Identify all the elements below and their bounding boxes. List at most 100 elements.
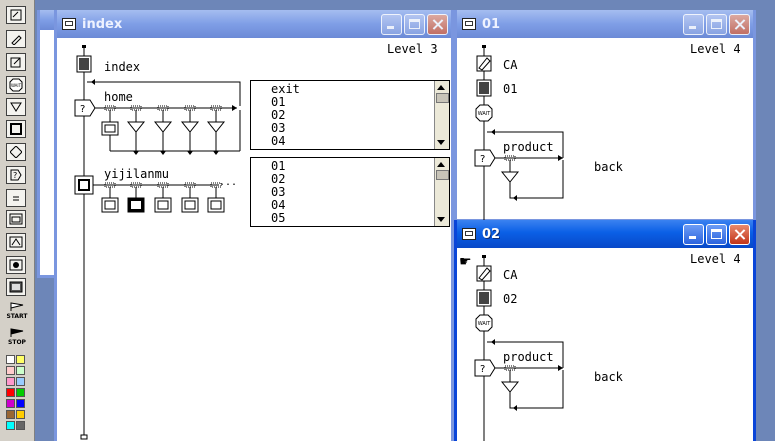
digital-movie-icon[interactable] [6,210,26,228]
maximize-button[interactable] [706,14,727,35]
list-item[interactable]: 02 [271,172,286,186]
minimize-button[interactable] [683,224,704,245]
map-01-titlebar[interactable]: 01 [457,10,753,38]
window-title: 01 [482,16,501,32]
index-window: index Level 3 ? [54,10,454,441]
calculation-icon[interactable] [6,53,26,71]
color-swatch[interactable] [16,399,25,408]
wait-icon[interactable]: WAIT [6,76,26,94]
flowline: ? [74,45,241,440]
list-item[interactable]: 03 [271,185,286,199]
color-swatch[interactable] [6,399,15,408]
scroll-down-icon[interactable] [437,217,445,222]
scroll-thumb[interactable] [436,170,449,180]
index-titlebar[interactable]: index [57,10,451,38]
flowline: WAIT ? [474,45,564,222]
start-flag-icon[interactable] [9,302,25,312]
interaction-icon[interactable] [6,30,26,48]
sound-icon[interactable] [6,256,26,274]
level-indicator: Level 4 [690,252,741,266]
calculation-equals-icon[interactable] [6,189,26,207]
close-button[interactable] [729,14,750,35]
color-swatch[interactable] [6,388,15,397]
map-label-02[interactable]: 02 [503,292,518,306]
framework-icon[interactable] [6,120,26,138]
navigate-label-back[interactable]: back [594,160,623,174]
minimize-button[interactable] [683,14,704,35]
interaction-label-ca[interactable]: CA [503,268,518,282]
icon-palette: WAIT ? START STOP [0,0,35,441]
map-label-01[interactable]: 01 [503,82,518,96]
list-item[interactable]: 05 [271,211,286,225]
level-indicator: Level 3 [387,42,438,56]
stop-flag-icon[interactable] [9,328,25,338]
svg-text:?: ? [480,154,485,165]
map-02-window: 02 Level 4 WAIT ? ☛ CA 02 product back [454,220,756,441]
svg-text:WAIT: WAIT [478,321,492,327]
svg-text:?: ? [480,364,485,375]
color-swatch[interactable] [16,421,25,430]
scrollbar[interactable] [434,81,449,149]
interaction-label-product[interactable]: product [503,140,554,154]
color-swatch[interactable] [6,421,15,430]
close-button[interactable] [729,224,750,245]
map-02-titlebar[interactable]: 02 [457,220,753,248]
scroll-thumb[interactable] [436,93,449,103]
scroll-up-icon[interactable] [437,85,445,90]
navigate-label-back[interactable]: back [594,370,623,384]
list-item[interactable]: 02 [271,108,286,122]
interaction-label-ca[interactable]: CA [503,58,518,72]
window-icon [462,18,476,30]
color-swatch[interactable] [16,388,25,397]
window-icon [62,18,76,30]
color-swatch[interactable] [16,410,25,419]
interaction-label-product[interactable]: product [503,350,554,364]
interaction-label-home[interactable]: home [104,90,133,104]
scroll-down-icon[interactable] [437,140,445,145]
decision-icon[interactable] [6,143,26,161]
color-swatch[interactable] [6,410,15,419]
scroll-up-icon[interactable] [437,162,445,167]
display-icon[interactable] [6,6,26,24]
list-item[interactable]: exit [271,82,300,96]
color-swatch[interactable] [6,366,15,375]
svg-text:WAIT: WAIT [11,83,22,88]
svg-text:WAIT: WAIT [478,111,492,117]
flowline: WAIT ? [474,255,564,441]
minimize-button[interactable] [381,14,402,35]
level-indicator: Level 4 [690,42,741,56]
navigate-icon[interactable] [6,98,26,116]
stop-label: STOP [8,339,26,346]
svg-text:?: ? [80,104,85,115]
maximize-button[interactable] [706,224,727,245]
window-title: 02 [482,226,501,242]
color-swatch[interactable] [16,355,25,364]
movie-icon[interactable] [6,233,26,251]
color-swatch[interactable] [6,355,15,364]
svg-text:?: ? [13,171,17,180]
start-label: START [6,313,28,320]
pointing-hand-icon: ☛ [459,254,472,270]
list-item[interactable]: 04 [271,198,286,212]
list-item[interactable]: 01 [271,159,286,173]
interaction-question-icon[interactable]: ? [6,166,26,184]
list-item[interactable]: 03 [271,121,286,135]
window-icon [462,228,476,240]
scrollbar[interactable] [434,158,449,226]
more-dots: ... [219,177,238,188]
close-button[interactable] [427,14,448,35]
color-swatch[interactable] [16,366,25,375]
list-item[interactable]: 01 [271,95,286,109]
color-swatch[interactable] [6,377,15,386]
window-title: index [82,16,123,32]
framework-label-yijilanmu[interactable]: yijilanmu [104,167,170,181]
map-label-index[interactable]: index [104,60,141,74]
maximize-button[interactable] [404,14,425,35]
list-item[interactable]: 04 [271,134,286,148]
color-swatch[interactable] [16,377,25,386]
video-icon[interactable] [6,278,26,296]
